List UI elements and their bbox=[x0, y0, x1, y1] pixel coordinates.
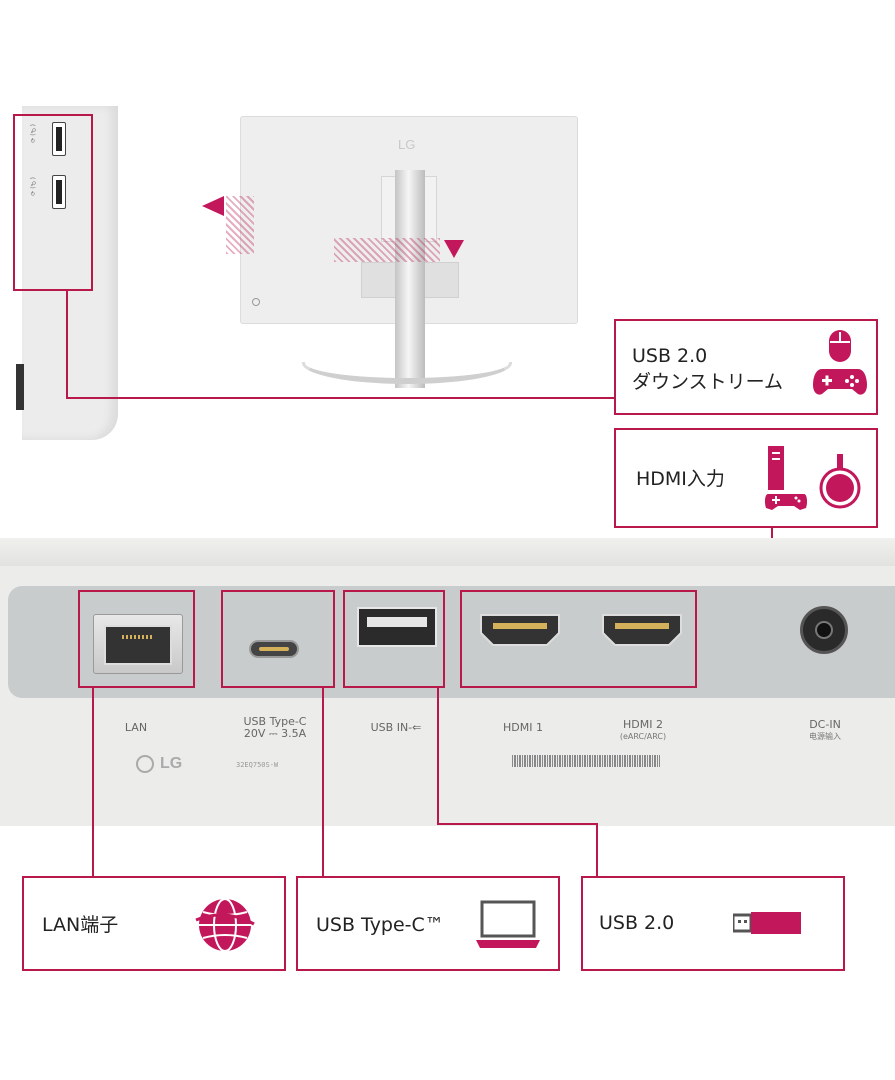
usb-c-label-line1: USB Type-C bbox=[243, 715, 307, 728]
mouse-icon bbox=[829, 330, 851, 362]
height-indicator bbox=[334, 238, 440, 262]
dc-in-sublabel: 电源输入 bbox=[809, 732, 841, 741]
hdmi2-port bbox=[602, 614, 682, 646]
connector-line bbox=[322, 688, 324, 878]
usb-a-port bbox=[357, 607, 437, 647]
usb-downstream-title: USB 2.0 bbox=[632, 345, 708, 367]
lan-callout-title: LAN端子 bbox=[42, 914, 119, 936]
usb-stick-icon bbox=[733, 912, 801, 934]
usb-20-callout: USB 2.0 bbox=[581, 876, 845, 971]
swivel-arrow-icon bbox=[202, 196, 224, 216]
rear-model-number: 32EQ750S-W bbox=[236, 761, 279, 769]
connector-line bbox=[66, 291, 68, 398]
side-usb-port-2 bbox=[52, 175, 66, 209]
usb-type-c-callout: USB Type-C™ bbox=[296, 876, 560, 971]
rear-barcode bbox=[512, 755, 660, 767]
hdmi-highlight bbox=[460, 590, 697, 688]
lan-callout: LAN端子 bbox=[22, 876, 286, 971]
usb-c-label-line2: 20V ⎓ 3.5A bbox=[243, 727, 307, 740]
monitor-stand-base bbox=[302, 362, 512, 384]
game-console-icon bbox=[764, 446, 808, 510]
usb-downstream-callout: USB 2.0 ダウンストリーム bbox=[614, 319, 878, 415]
usb-c-port-label: USB Type-C 20V ⎓ 3.5A bbox=[220, 716, 330, 740]
dc-in-label: DC-IN bbox=[809, 718, 841, 731]
usb-type-c-callout-title: USB Type-C™ bbox=[316, 914, 444, 936]
usb-c-port bbox=[249, 640, 299, 658]
monitor-stand-neck-front bbox=[395, 170, 425, 388]
connector-line bbox=[92, 688, 94, 878]
streaming-dongle-icon bbox=[819, 454, 861, 509]
hdmi-input-callout: HDMI入力 bbox=[614, 428, 878, 528]
swivel-indicator bbox=[226, 196, 254, 254]
rear-lg-logo: LG bbox=[160, 755, 183, 772]
lan-port-label: LAN bbox=[124, 721, 148, 734]
usb-downstream-subtitle: ダウンストリーム bbox=[632, 371, 784, 393]
lan-port bbox=[93, 614, 183, 674]
globe-network-icon bbox=[195, 898, 255, 952]
height-arrow-icon bbox=[444, 240, 464, 258]
usb-c-highlight bbox=[221, 590, 335, 688]
hdmi2-sublabel: (eARC/ARC) bbox=[619, 732, 667, 741]
rear-lg-logo-mark bbox=[136, 755, 154, 773]
hdmi1-port bbox=[480, 614, 560, 646]
side-usb-port-1 bbox=[52, 122, 66, 156]
lan-highlight bbox=[78, 590, 195, 688]
dc-in-port bbox=[800, 606, 848, 654]
usb-a-highlight bbox=[343, 590, 445, 688]
side-usb-highlight bbox=[13, 114, 93, 291]
monitor-side-closeup bbox=[22, 106, 118, 440]
dc-in-port-label: DC-IN 电源输入 bbox=[790, 719, 860, 743]
usb-in-port-label: USB IN-⇐ bbox=[370, 721, 422, 734]
connector-line bbox=[437, 823, 597, 825]
hdmi2-port-label: HDMI 2 (eARC/ARC) bbox=[598, 719, 688, 743]
laptop-icon bbox=[476, 900, 540, 948]
hdmi-input-title: HDMI入力 bbox=[636, 468, 725, 490]
monitor-side-button bbox=[16, 364, 24, 410]
monitor-power-dot bbox=[252, 298, 260, 306]
hdmi1-port-label: HDMI 1 bbox=[503, 721, 543, 734]
usb-20-callout-title: USB 2.0 bbox=[599, 912, 675, 934]
connector-line bbox=[596, 823, 598, 878]
rear-panel-top-edge bbox=[0, 538, 895, 566]
gamepad-icon bbox=[813, 369, 867, 395]
connector-line bbox=[437, 688, 439, 824]
hdmi2-label: HDMI 2 bbox=[623, 718, 663, 731]
connector-line bbox=[66, 397, 614, 399]
monitor-logo: LG bbox=[398, 137, 416, 152]
